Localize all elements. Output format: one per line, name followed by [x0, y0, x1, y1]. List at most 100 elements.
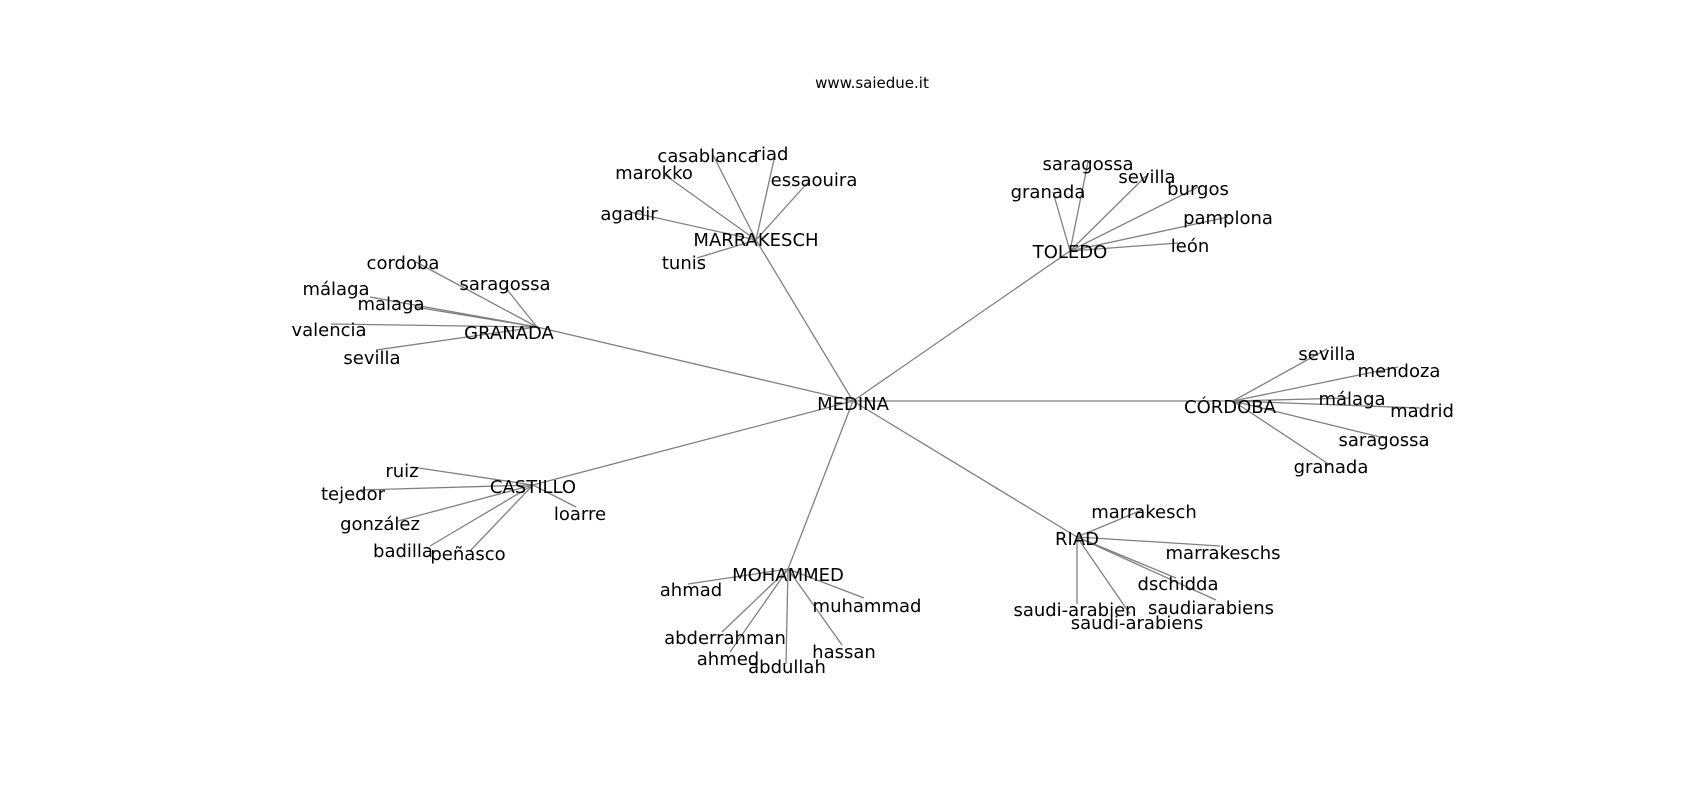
- leaf-node-label: loarre: [554, 504, 606, 525]
- leaf-node-label: hassan: [812, 642, 876, 663]
- edge-medina-granada: [536, 326, 854, 402]
- edge-castillo-leaf: [411, 466, 534, 486]
- leaf-node-label: pamplona: [1183, 208, 1273, 229]
- edge-mohammed-leaf: [687, 568, 789, 585]
- leaf-node-label: dschidda: [1138, 574, 1219, 595]
- leaf-node-label: marrakeschs: [1166, 543, 1281, 564]
- edge-castillo-leaf: [359, 484, 534, 491]
- leaf-node-label: saudiarabiens: [1148, 598, 1274, 619]
- edge-mohammed-leaf: [785, 568, 789, 665]
- leaf-node-label: tunis: [662, 253, 706, 274]
- edge-medina-toledo: [852, 250, 1071, 402]
- edge-cordoba-leaf: [1232, 348, 1328, 402]
- hub-node-mohammed: MOHAMMED: [732, 565, 844, 586]
- leaf-node-label: abderrahman: [664, 628, 786, 649]
- edge-marrakesch-leaf: [755, 154, 776, 241]
- leaf-node-label: málaga: [302, 279, 369, 300]
- edge-riad-leaf: [1076, 509, 1143, 538]
- leaf-node-label: cordoba: [367, 253, 440, 274]
- hub-node-riad: RIAD: [1055, 529, 1099, 550]
- leaf-node-label: sevilla: [1298, 344, 1355, 365]
- edge-medina-castillo: [532, 400, 854, 486]
- root-node-medina: MEDINA: [817, 394, 890, 415]
- leaf-node-label: valencia: [291, 320, 366, 341]
- edge-castillo-leaf: [429, 484, 534, 547]
- edge-toledo-leaf: [1069, 242, 1179, 252]
- edge-medina-marrakesch: [755, 239, 854, 402]
- edge-mohammed-leaf: [729, 568, 789, 653]
- edge-toledo-leaf: [1052, 191, 1071, 252]
- leaf-node-label: ahmad: [660, 580, 722, 601]
- hub-node-cordoba: CÓRDOBA: [1184, 396, 1277, 418]
- leaf-node-label: saudi-arabien: [1013, 600, 1136, 621]
- leaf-node-label: riad: [754, 144, 789, 165]
- edge-marrakesch-leaf: [629, 211, 757, 241]
- leaf-node-label: marokko: [615, 163, 693, 184]
- leaf-node-label: saragossa: [1338, 430, 1429, 451]
- edge-toledo-leaf: [1069, 161, 1089, 252]
- edge-granada-leaf: [375, 326, 538, 351]
- leaf-node-label: gonzález: [340, 514, 420, 535]
- hub-node-toledo: TOLEDO: [1032, 242, 1108, 263]
- edges-group: [330, 154, 1421, 665]
- hub-node-granada: GRANADA: [464, 323, 554, 344]
- leaf-node-label: malaga: [357, 294, 424, 315]
- hub-node-marrakesch: MARRAKESCH: [693, 230, 818, 251]
- leaf-node-label: granada: [1011, 182, 1086, 203]
- edge-castillo-leaf: [532, 484, 577, 508]
- leaf-node-label: ahmed: [697, 649, 759, 670]
- edge-cordoba-leaf: [1232, 400, 1385, 439]
- edge-marrakesch-leaf: [696, 239, 757, 259]
- edge-medina-riad: [852, 400, 1078, 538]
- leaf-node-label: granada: [1294, 457, 1369, 478]
- edge-toledo-leaf: [1069, 175, 1147, 252]
- leaf-node-label: muhammad: [813, 596, 922, 617]
- edge-toledo-leaf: [1069, 216, 1229, 252]
- edge-marrakesch-leaf: [664, 174, 757, 241]
- edge-medina-mohammed: [787, 400, 854, 570]
- leaf-node-label: tejedor: [321, 484, 386, 505]
- edge-cordoba-leaf: [1232, 397, 1351, 402]
- edge-granada-leaf: [504, 286, 538, 328]
- edge-cordoba-leaf: [1232, 366, 1399, 402]
- leaf-node-label: ruiz: [385, 461, 418, 482]
- edge-castillo-leaf: [397, 484, 534, 522]
- leaf-node-label: essaouira: [771, 170, 858, 191]
- edge-granada-leaf: [414, 306, 538, 328]
- leaf-node-label: casablanca: [657, 146, 758, 167]
- edge-cordoba-leaf: [1232, 400, 1421, 409]
- edge-cordoba-leaf: [1232, 400, 1331, 466]
- leaf-node-label: saragossa: [459, 274, 550, 295]
- edge-castillo-leaf: [469, 484, 534, 552]
- leaf-node-label: sevilla: [1118, 167, 1175, 188]
- edge-toledo-leaf: [1069, 186, 1199, 252]
- edge-riad-leaf: [1076, 536, 1217, 601]
- leaf-node-label: león: [1171, 236, 1210, 257]
- hub-node-castillo: CASTILLO: [490, 477, 576, 498]
- edge-riad-leaf: [1076, 536, 1221, 547]
- leaf-node-label: málaga: [1318, 389, 1385, 410]
- edge-marrakesch-leaf: [712, 154, 757, 241]
- leaf-node-label: badilla: [373, 541, 433, 562]
- edge-granada-leaf: [415, 261, 538, 328]
- leaf-node-label: saudi-arabiens: [1071, 613, 1204, 634]
- leaf-node-label: saragossa: [1042, 154, 1133, 175]
- edge-mohammed-leaf: [787, 568, 865, 599]
- leaf-node-label: agadir: [600, 204, 658, 225]
- leaf-node-label: abdullah: [748, 657, 826, 678]
- edge-mohammed-leaf: [721, 568, 789, 633]
- edge-marrakesch-leaf: [755, 179, 811, 241]
- leaf-node-label: peñasco: [430, 544, 505, 565]
- leaf-node-label: madrid: [1390, 401, 1454, 422]
- leaf-node-label: mendoza: [1358, 361, 1441, 382]
- leaf-node-label: sevilla: [343, 348, 400, 369]
- leaf-node-label: burgos: [1167, 179, 1229, 200]
- edge-riad-leaf: [1076, 536, 1131, 615]
- edge-mohammed-leaf: [787, 568, 843, 646]
- edge-granada-leaf: [330, 323, 538, 328]
- leaf-node-label: marrakesch: [1091, 502, 1197, 523]
- watermark-text: www.saiedue.it: [815, 74, 929, 92]
- labels-group: cordobasaragossamálagamalagavalenciasevi…: [291, 144, 1453, 678]
